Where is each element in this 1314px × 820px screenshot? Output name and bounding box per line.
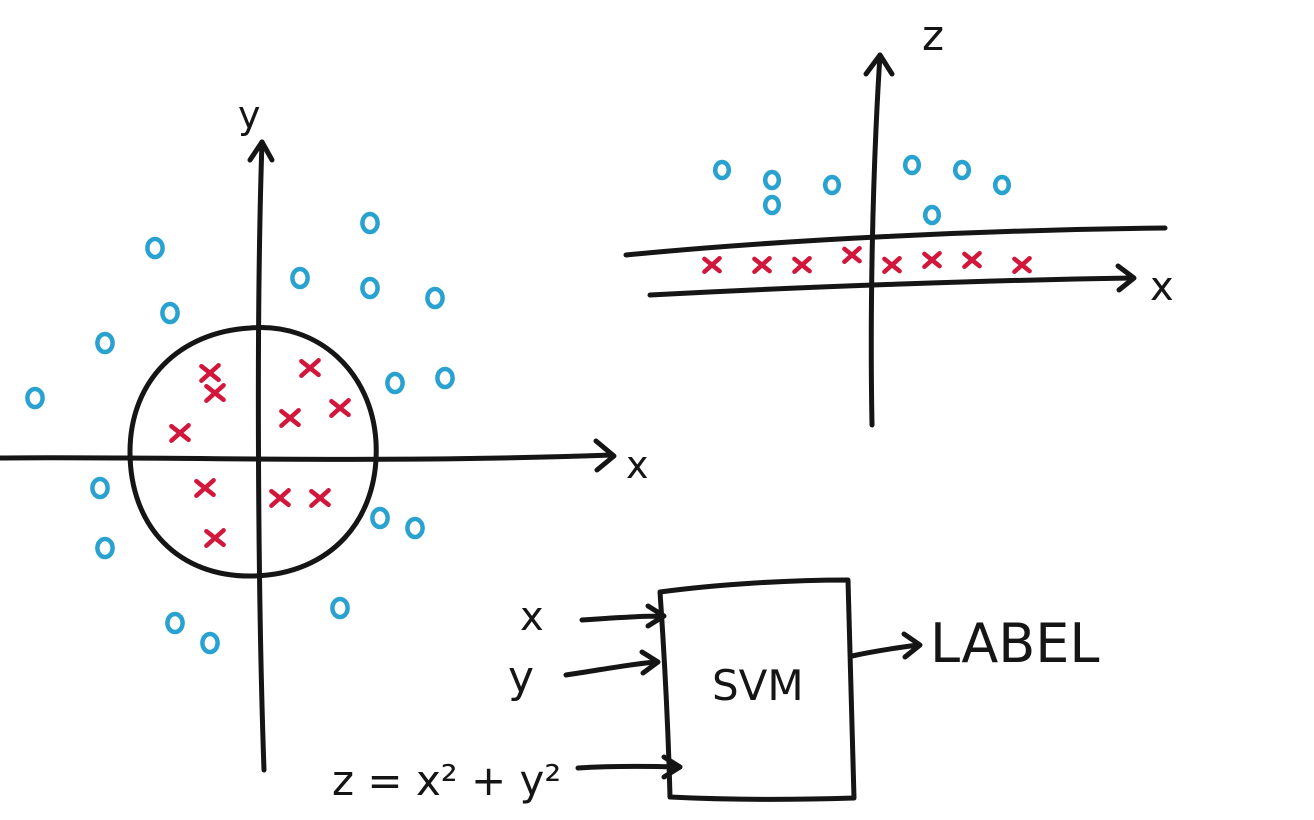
output-label: LABEL (930, 612, 1100, 675)
circle-point (370, 506, 390, 530)
separating-line (623, 225, 1168, 258)
output-arrow (849, 631, 923, 660)
circle-point (330, 596, 350, 620)
transformed-x-label: x (1150, 264, 1174, 310)
svm-pipeline: x y z = x² + y² SVM LABEL (332, 577, 1100, 805)
original-x-axis (0, 452, 615, 462)
original-data-points (25, 211, 455, 655)
cross-point (922, 250, 942, 270)
circle-point (712, 159, 732, 181)
original-x-arrowhead (593, 438, 617, 473)
original-y-axis (255, 139, 267, 773)
circle-point (405, 516, 425, 540)
cross-point (194, 478, 216, 498)
input-z-label: z = x² + y² (332, 756, 561, 805)
cross-point (199, 363, 221, 383)
cross-point (702, 255, 722, 275)
circle-point (165, 611, 185, 635)
cross-point (169, 423, 191, 443)
transformed-z-arrowhead (863, 52, 895, 77)
original-space-diagram: x y (0, 93, 649, 773)
original-y-label: y (238, 93, 261, 137)
circle-point (360, 211, 380, 235)
circle-point (425, 286, 445, 310)
circle-point (902, 154, 922, 176)
circle-point (290, 266, 310, 290)
transformed-z-label: z (922, 11, 944, 60)
circle-point (952, 159, 972, 181)
cross-point (962, 250, 982, 270)
input-x-arrow (579, 603, 667, 629)
input-z-arrow (575, 754, 683, 780)
original-x-label: x (626, 443, 649, 487)
circle-point (762, 169, 782, 191)
cross-point (752, 255, 772, 275)
circle-point (95, 536, 115, 560)
input-x-label: x (520, 594, 544, 640)
svm-box (657, 577, 857, 802)
cross-point (299, 358, 321, 378)
circle-point (822, 174, 842, 196)
transformed-x-axis (647, 275, 1135, 298)
circle-point (90, 476, 110, 500)
cross-point (329, 398, 351, 418)
cross-point (269, 488, 291, 508)
cross-point (1012, 255, 1032, 275)
transformed-x-arrowhead (1115, 263, 1137, 293)
circle-point (762, 194, 782, 216)
original-y-arrowhead (247, 139, 275, 163)
cross-point (842, 245, 862, 265)
cross-point (309, 488, 331, 508)
transformed-data-points (702, 154, 1032, 275)
circle-point (922, 204, 942, 226)
circle-point (145, 236, 165, 260)
svm-box-label: SVM (712, 661, 804, 710)
circle-point (360, 276, 380, 300)
decision-circle (127, 325, 379, 579)
input-y-arrow (563, 649, 661, 678)
cross-point (204, 383, 226, 403)
circle-point (25, 386, 45, 410)
transformed-space-diagram: x z (623, 11, 1174, 428)
cross-point (279, 408, 301, 428)
circle-point (435, 366, 455, 390)
cross-point (882, 255, 902, 275)
circle-point (385, 371, 405, 395)
circle-point (95, 331, 115, 355)
input-y-label: y (508, 652, 534, 703)
cross-point (204, 528, 226, 548)
cross-point (792, 255, 812, 275)
circle-point (160, 301, 180, 325)
transformed-z-axis (868, 52, 883, 428)
circle-point (200, 631, 220, 655)
circle-point (992, 174, 1012, 196)
